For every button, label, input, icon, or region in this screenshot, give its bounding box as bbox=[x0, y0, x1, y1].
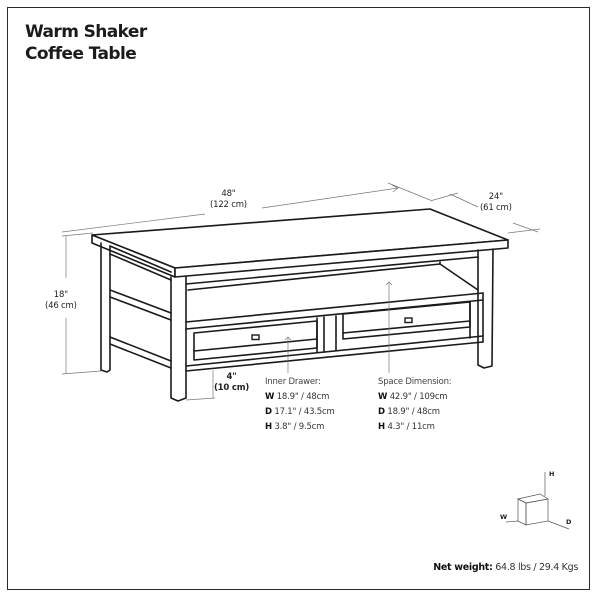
dimension-lines bbox=[61, 182, 541, 401]
axis-cube-icon bbox=[505, 472, 570, 530]
drawer-pull-right bbox=[404, 317, 413, 324]
inner-drawer-width: W 18.9" / 48cm bbox=[265, 392, 330, 402]
product-title: Warm Shaker Coffee Table bbox=[25, 21, 147, 65]
space-dimension-heading: Space Dimension: bbox=[378, 377, 452, 387]
inner-drawer-height: H 3.8" / 9.5cm bbox=[265, 422, 325, 432]
inner-drawer-specs: Inner Drawer: W 18.9" / 48cm D 17.1" / 4… bbox=[265, 375, 335, 435]
title-line-1: Warm Shaker bbox=[25, 22, 147, 42]
axis-label-w: W bbox=[500, 513, 508, 521]
axis-label-h: H bbox=[549, 470, 555, 478]
net-weight: Net weight: 64.8 lbs / 29.4 Kgs bbox=[433, 562, 578, 573]
table-outline bbox=[91, 208, 509, 402]
net-weight-value: 64.8 lbs / 29.4 Kgs bbox=[495, 562, 578, 573]
space-dimension-depth: D 18.9" / 48cm bbox=[378, 407, 440, 417]
width-dimension: 48" (122 cm) bbox=[210, 189, 247, 210]
net-weight-label: Net weight: bbox=[433, 562, 493, 573]
drawer-pull-left bbox=[251, 334, 260, 341]
inner-drawer-heading: Inner Drawer: bbox=[265, 377, 321, 387]
axis-label-d: D bbox=[566, 518, 572, 526]
space-dimension-width: W 42.9" / 109cm bbox=[378, 392, 448, 402]
height-dimension: 18" (46 cm) bbox=[45, 290, 77, 311]
space-dimension-height: H 4.3" / 11cm bbox=[378, 422, 435, 432]
space-dimension-specs: Space Dimension: W 42.9" / 109cm D 18.9"… bbox=[378, 375, 452, 435]
inner-drawer-depth: D 17.1" / 43.5cm bbox=[265, 407, 335, 417]
depth-dimension: 24" (61 cm) bbox=[480, 192, 512, 213]
title-line-2: Coffee Table bbox=[25, 44, 137, 64]
clearance-dimension: 4" (10 cm) bbox=[214, 372, 250, 393]
